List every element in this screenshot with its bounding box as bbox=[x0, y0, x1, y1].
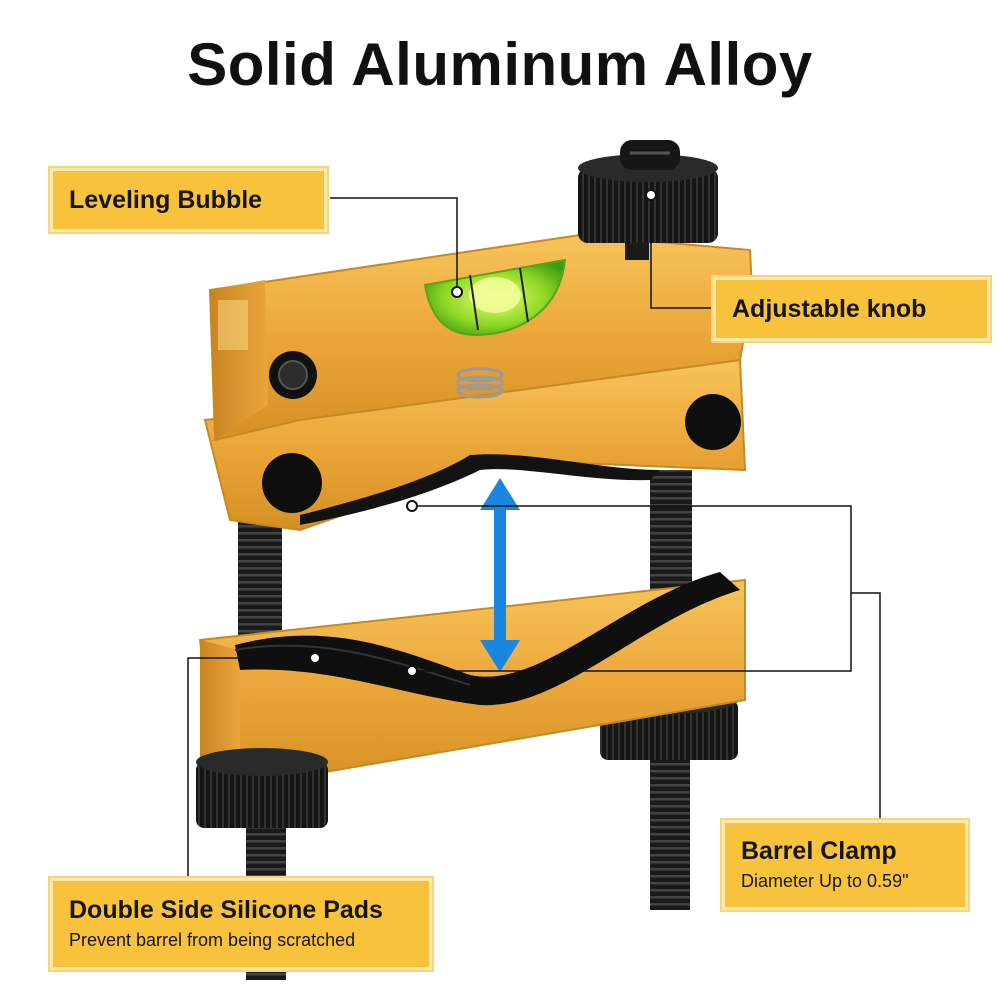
leader-pads bbox=[187, 657, 315, 878]
adjustable-knob-body bbox=[578, 168, 718, 243]
callout-pads-label: Double Side Silicone Pads bbox=[69, 895, 383, 924]
leader-knob bbox=[650, 195, 713, 309]
callout-leveling-label: Leveling Bubble bbox=[69, 185, 263, 214]
dot-clamp-bottom bbox=[406, 665, 418, 677]
callout-knob-label: Adjustable knob bbox=[732, 294, 927, 323]
callout-leveling-bubble: Leveling Bubble bbox=[48, 166, 329, 234]
callout-clamp-label: Barrel Clamp bbox=[741, 836, 897, 865]
clamp-range-arrow bbox=[480, 478, 520, 672]
page-title: Solid Aluminum Alloy bbox=[187, 31, 813, 98]
dot-clamp-top bbox=[406, 500, 418, 512]
dot-leveling bbox=[451, 286, 463, 298]
callout-silicone-pads: Double Side Silicone Pads Prevent barrel… bbox=[48, 876, 434, 972]
callout-adjustable-knob: Adjustable knob bbox=[711, 275, 992, 343]
lower-left-knob bbox=[196, 762, 328, 828]
lower-silicone-pad bbox=[235, 572, 740, 706]
dot-knob bbox=[645, 189, 657, 201]
right-threaded-rod bbox=[650, 470, 692, 590]
callout-barrel-clamp: Barrel Clamp Diameter Up to 0.59" bbox=[720, 818, 970, 912]
callout-clamp-sub: Diameter Up to 0.59" bbox=[741, 870, 909, 891]
leader-clamp-bottom bbox=[412, 593, 852, 672]
pivot-screw-lower-left bbox=[262, 453, 322, 513]
upper-silicone-pad bbox=[300, 454, 660, 525]
spring bbox=[456, 367, 504, 399]
callout-pads-sub: Prevent barrel from being scratched bbox=[69, 929, 356, 950]
dot-pads bbox=[309, 652, 321, 664]
pivot-screw-right bbox=[685, 394, 741, 450]
leader-leveling bbox=[330, 197, 458, 292]
